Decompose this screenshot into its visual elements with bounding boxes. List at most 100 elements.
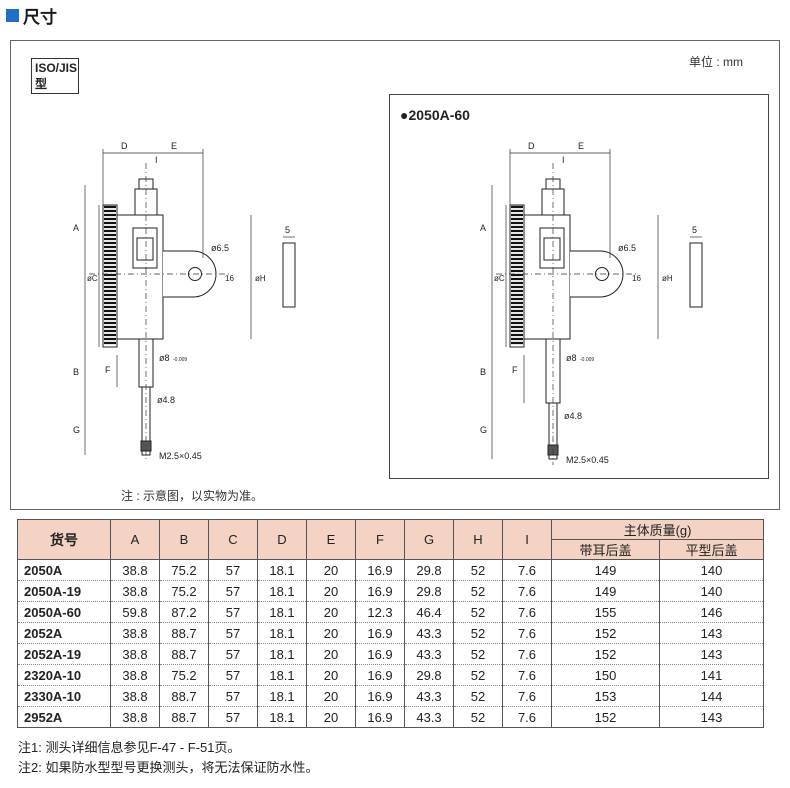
table-cell: 20	[306, 685, 356, 707]
table-cell: 52	[453, 664, 503, 686]
dim-label-16: 16	[225, 274, 234, 283]
col-header-a: A	[110, 519, 160, 560]
table-cell: 57	[208, 706, 258, 728]
table-cell: 52	[453, 706, 503, 728]
table-cell: 20	[306, 601, 356, 623]
table-cell: 75.2	[159, 580, 209, 602]
col-header-c: C	[208, 519, 258, 560]
table-cell: 12.3	[355, 601, 405, 623]
col-header-g: G	[404, 519, 454, 560]
model-cell: 2330A-10	[17, 685, 111, 707]
standard-label-line2: 型	[35, 77, 48, 91]
unit-label: 单位 : mm	[689, 55, 743, 69]
dim-label-f: F	[105, 365, 111, 375]
dim-label-g: G	[73, 425, 80, 435]
standard-label: ISO/JIS 型	[31, 58, 79, 94]
table-cell: 57	[208, 559, 258, 581]
table-cell: 52	[453, 622, 503, 644]
table-cell: 29.8	[404, 559, 454, 581]
table-cell: 16.9	[355, 643, 405, 665]
table-cell: 16.9	[355, 559, 405, 581]
dim-label-stem-tol: -0.009	[580, 357, 594, 363]
table-cell: 38.8	[110, 559, 160, 581]
dim-label-a: A	[480, 223, 486, 233]
table-cell: 18.1	[257, 643, 307, 665]
standard-label-line1: ISO/JIS	[35, 61, 78, 75]
footnote-2: 注2: 如果防水型型号更换测头，将无法保证防水性。	[18, 760, 319, 775]
table-cell: 16.9	[355, 580, 405, 602]
table-cell: 152	[551, 706, 660, 728]
table-cell: 57	[208, 601, 258, 623]
table-cell: 7.6	[502, 580, 552, 602]
table-cell: 143	[658, 643, 765, 665]
dim-label-c: øC	[87, 274, 98, 283]
model-cell: 2050A-19	[17, 580, 111, 602]
table-cell: 20	[306, 580, 356, 602]
table-cell: 88.7	[159, 685, 209, 707]
dim-label-hole: ø6.5	[211, 243, 229, 253]
table-cell: 57	[208, 685, 258, 707]
table-cell: 52	[453, 643, 503, 665]
dim-label-a: A	[73, 223, 79, 233]
col-header-mass-lug-back: 带耳后盖	[551, 539, 660, 560]
table-cell: 88.7	[159, 706, 209, 728]
table-cell: 20	[306, 706, 356, 728]
dim-label-stem: ø8	[566, 353, 577, 363]
table-cell: 155	[551, 601, 660, 623]
table-cell: 7.6	[502, 664, 552, 686]
table-subheader-row: 带耳后盖 平型后盖	[18, 539, 765, 560]
table-cell: 18.1	[257, 559, 307, 581]
table-cell: 57	[208, 580, 258, 602]
col-header-h: H	[453, 519, 503, 560]
model-cell: 2952A	[17, 706, 111, 728]
dim-label-b: B	[480, 367, 486, 377]
section-marker-icon	[6, 8, 19, 22]
table-cell: 16.9	[355, 664, 405, 686]
table-cell: 38.8	[110, 664, 160, 686]
table-cell: 141	[658, 664, 765, 686]
dim-label-stem: ø8	[159, 353, 170, 363]
table-cell: 43.3	[404, 685, 454, 707]
table-cell: 57	[208, 643, 258, 665]
table-cell: 7.6	[502, 685, 552, 707]
dim-label-g: G	[480, 425, 487, 435]
table-cell: 143	[658, 622, 765, 644]
dim-label-spindle: ø4.8	[564, 411, 582, 421]
table-cell: 140	[658, 559, 765, 581]
section-title: 尺寸	[23, 7, 57, 27]
table-cell: 20	[306, 664, 356, 686]
table-cell: 29.8	[404, 664, 454, 686]
table-cell: 144	[658, 685, 765, 707]
side-view-back	[689, 242, 703, 308]
table-cell: 149	[551, 580, 660, 602]
dim-label-i: I	[562, 155, 565, 165]
table-cell: 57	[208, 622, 258, 644]
table-cell: 7.6	[502, 601, 552, 623]
dim-label-5: 5	[285, 225, 290, 235]
spec-table: 货号 A B C D E F G H I 主体质量(g) 带耳后盖 平型后盖 2…	[17, 519, 765, 728]
table-cell: 7.6	[502, 706, 552, 728]
table-cell: 52	[453, 559, 503, 581]
model-cell: 2052A-19	[17, 643, 111, 665]
table-cell: 52	[453, 580, 503, 602]
dim-label-c: øC	[494, 274, 505, 283]
dim-label-d: D	[121, 141, 128, 151]
footnotes: 注1: 测头详细信息参见F-47 - F-51页。 注2: 如果防水型型号更换测…	[18, 738, 318, 778]
table-cell: 57	[208, 664, 258, 686]
table-cell: 38.8	[110, 685, 160, 707]
dim-label-thread: M2.5×0.45	[566, 455, 609, 465]
table-cell: 52	[453, 685, 503, 707]
table-cell: 38.8	[110, 580, 160, 602]
table-cell: 146	[658, 601, 765, 623]
side-view-back	[282, 242, 296, 308]
dim-label-h: øH	[662, 274, 673, 283]
col-header-f: F	[355, 519, 405, 560]
table-cell: 87.2	[159, 601, 209, 623]
